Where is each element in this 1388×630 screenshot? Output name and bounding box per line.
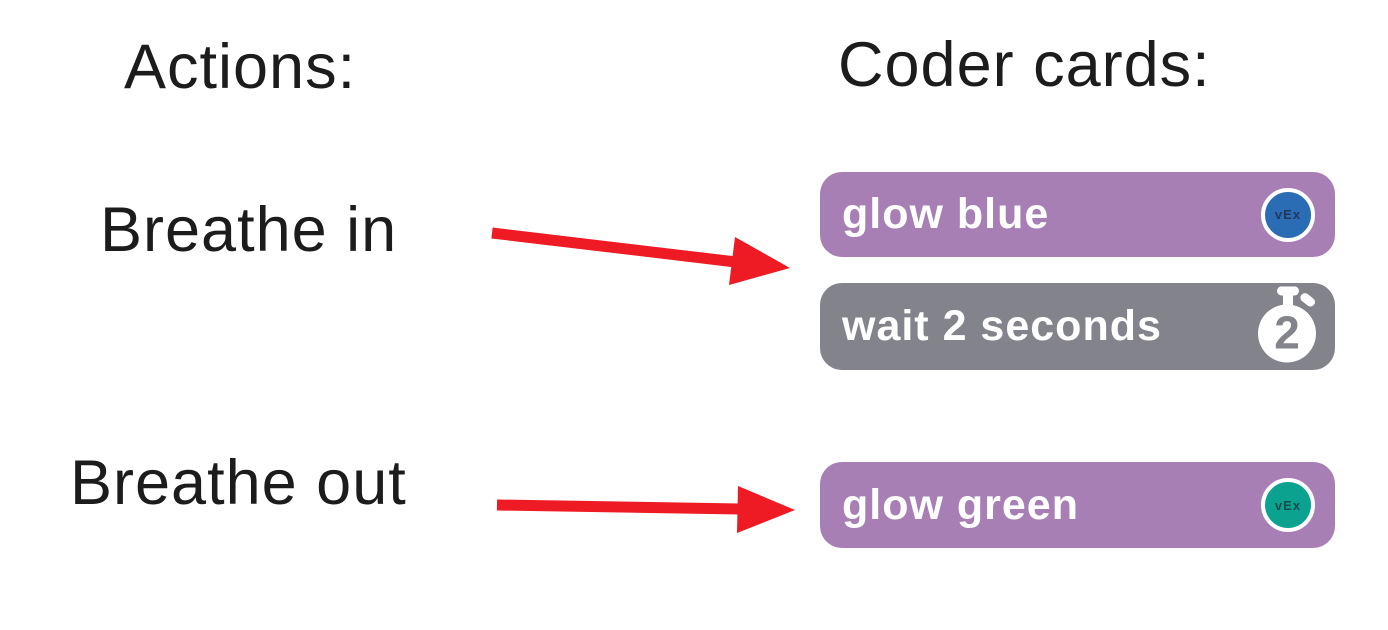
vex-circle-icon: vEx (1261, 478, 1315, 532)
coder-card-label: wait 2 seconds (842, 302, 1162, 350)
arrow-breathe-in-to-glow-blue (491, 227, 790, 285)
coder-card-glow-blue[interactable]: glow blue vEx (820, 172, 1335, 257)
vex-circle-icon: vEx (1261, 187, 1315, 242)
coder-card-label: glow blue (842, 190, 1050, 238)
stopwatch-icon: 2 (1258, 285, 1316, 362)
coder-card-label: glow green (842, 480, 1079, 529)
vex-logo: vEx (1274, 497, 1302, 513)
action-label-breathe-in: Breathe in (100, 195, 398, 265)
coder-card-glow-green[interactable]: glow green vEx (820, 462, 1335, 548)
action-label-breathe-out: Breathe out (70, 448, 407, 518)
arrow-breathe-out-to-glow-green (496, 486, 795, 533)
actions-column-title: Actions: (124, 32, 357, 102)
coder-cards-column-title: Coder cards: (838, 30, 1211, 100)
vex-logo: vEx (1274, 207, 1302, 222)
stopwatch-number: 2 (1274, 306, 1300, 358)
coder-card-wait-2-seconds[interactable]: wait 2 seconds 2 (820, 283, 1335, 370)
